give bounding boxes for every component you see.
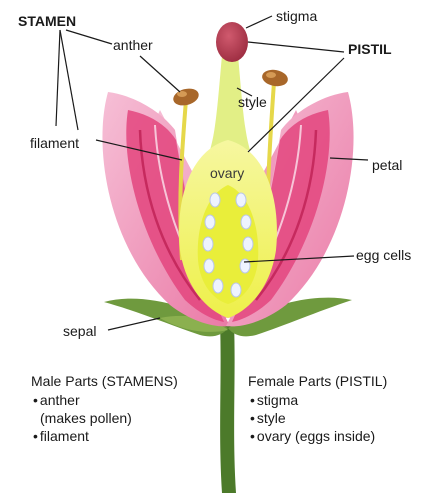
egg-cell — [243, 237, 253, 251]
anther-right-hl — [266, 72, 276, 78]
male-part-anther-note: (makes pollen) — [31, 409, 178, 427]
egg-cell — [204, 259, 214, 273]
leader-stamen-filament — [56, 30, 60, 126]
egg-cell — [210, 193, 220, 207]
label-stigma: stigma — [276, 8, 317, 24]
leader-stigma — [246, 16, 272, 28]
female-part-ovary: ovary (eggs inside) — [248, 427, 387, 445]
stigma — [216, 22, 248, 62]
egg-cell — [240, 259, 250, 273]
label-sepal: sepal — [63, 323, 96, 339]
leader-anther — [140, 56, 180, 92]
label-pistil: PISTIL — [348, 41, 392, 57]
label-egg-cells: egg cells — [356, 247, 411, 263]
label-anther: anther — [113, 37, 153, 53]
anther-left — [171, 86, 200, 108]
female-part-style: style — [248, 409, 387, 427]
male-parts-legend: Male Parts (STAMENS) anther (makes polle… — [31, 372, 178, 445]
anther-left-hl — [177, 91, 187, 97]
leader-stamen-filament-2 — [60, 30, 78, 130]
egg-cell — [213, 279, 223, 293]
female-parts-title: Female Parts (PISTIL) — [248, 372, 387, 390]
anther-right — [261, 68, 289, 88]
egg-cell — [241, 215, 251, 229]
label-petal: petal — [372, 157, 402, 173]
label-stamen: STAMEN — [18, 13, 76, 29]
male-part-anther: anther — [31, 391, 178, 409]
leader-sepal — [108, 318, 160, 330]
label-style: style — [238, 94, 267, 110]
male-parts-title: Male Parts (STAMENS) — [31, 372, 178, 390]
label-ovary: ovary — [210, 165, 244, 181]
label-filament: filament — [30, 135, 79, 151]
leader-pistil-stigma — [248, 42, 344, 52]
female-parts-legend: Female Parts (PISTIL) stigma style ovary… — [248, 372, 387, 445]
egg-cell — [236, 193, 246, 207]
leader-stamen-anther — [66, 30, 112, 44]
egg-cell — [205, 215, 215, 229]
egg-cell — [231, 283, 241, 297]
stem — [220, 322, 236, 493]
female-part-stigma: stigma — [248, 391, 387, 409]
male-part-filament: filament — [31, 427, 178, 445]
egg-cell — [203, 237, 213, 251]
